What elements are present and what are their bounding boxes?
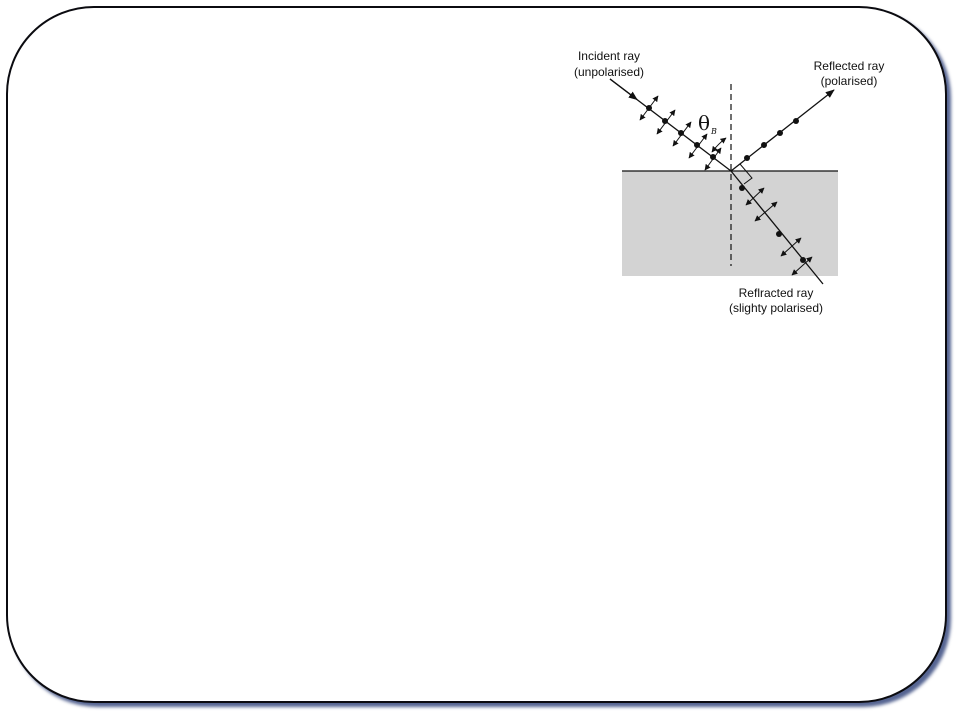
- refracted-double-arrow: [745, 187, 765, 206]
- reflected-ray-label: Reflected ray: [814, 59, 885, 73]
- refracted-dot: [800, 257, 806, 263]
- refracted-double-arrow: [754, 201, 778, 222]
- brewster-angle-arc: [711, 137, 727, 153]
- incident-polarisation-group: [639, 95, 722, 171]
- incident-double-arrow: [688, 133, 708, 159]
- incident-ray-arrow: [609, 78, 638, 101]
- refracted-double-arrow: [780, 237, 802, 257]
- angle-symbol: θ: [698, 111, 710, 135]
- reflected-dot: [793, 118, 799, 124]
- refracted-dot: [776, 231, 782, 237]
- refracted-double-arrow: [791, 256, 813, 276]
- slide-frame: [6, 6, 947, 703]
- reflected-dot: [777, 130, 783, 136]
- reflected-dot: [761, 142, 767, 148]
- reflected-ray-sublabel: (polarised): [821, 74, 878, 88]
- incident-ray-sublabel: (unpolarised): [574, 65, 644, 79]
- refracted-polarisation-group: [739, 185, 813, 276]
- refracted-ray-sublabel: (slighty polarised): [729, 301, 823, 315]
- incident-double-arrow: [672, 121, 692, 147]
- refracted-dot: [739, 185, 745, 191]
- reflected-dot: [744, 155, 750, 161]
- refracted-ray-label: Reflracted ray: [739, 286, 814, 300]
- incident-double-arrow: [656, 109, 676, 135]
- incident-double-arrow: [639, 95, 659, 121]
- angle-subscript: B: [710, 127, 717, 136]
- incident-ray-label: Incident ray: [578, 49, 640, 63]
- reflected-polarisation-group: [744, 118, 799, 161]
- right-angle-marker: [739, 163, 753, 185]
